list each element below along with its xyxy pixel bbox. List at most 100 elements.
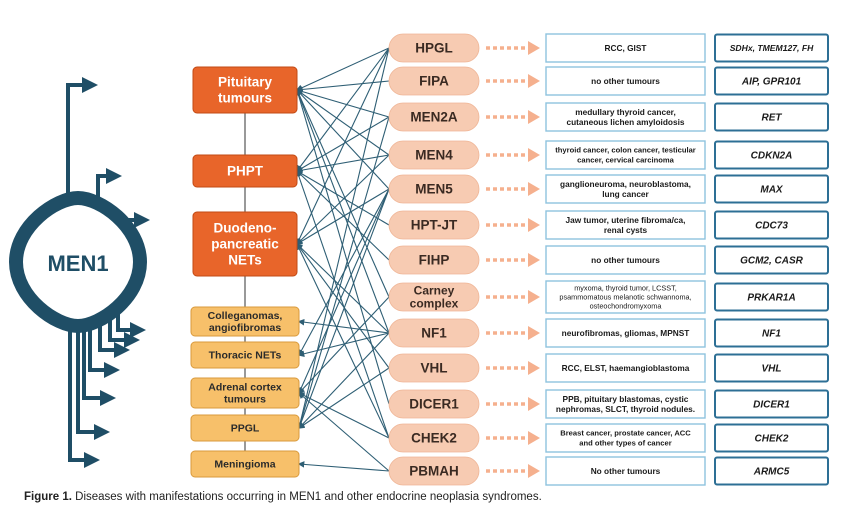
tumours-VHL-box [545,353,706,383]
tumours-FIHP-box [545,245,706,275]
genes-HPTJT-box [714,210,829,240]
tumours-FIHP-text: no other tumours [591,255,660,265]
genes-MEN4-box [714,140,829,170]
tumours-HPGL-text: RCC, GIST [605,43,647,53]
node-adr-box [190,377,300,409]
link-line [295,47,390,91]
syndrome-VHL-label: VHL [421,361,448,376]
link-line [296,243,390,334]
tumours-PBMAH-box [545,456,706,486]
link-line [297,332,390,357]
genes-PBMAH-box [714,456,829,486]
genes-CHEK2-box [714,423,829,453]
syndrome-MEN5-label: MEN5 [415,182,453,197]
link-line [295,116,390,172]
link-line [295,169,390,439]
node-thor-box [190,341,300,369]
link-line [297,461,390,472]
syndrome-FIPA-arrowhead [528,74,540,88]
tumours-PBMAH-text: No other tumours [591,466,661,476]
syndrome-CHEK2-box [388,423,480,453]
link-line [298,332,390,429]
tumours-MEN4-box [545,140,706,170]
genes-DICER1-text: DICER1 [753,400,790,411]
tumours-MEN5-text: ganglioneuroma, neuroblastoma,lung cance… [560,179,691,199]
link-line [297,392,390,439]
node-men-box [190,450,300,478]
syndrome-NF1-arrowhead [528,326,540,340]
syndrome-FIHP-label: FIHP [419,253,450,268]
syndrome-CHEK2-label: CHEK2 [411,431,457,446]
syndrome-MEN5-arrowhead [528,182,540,196]
link-line [297,116,390,430]
syndrome-VHL-arrowhead [528,361,540,375]
tumours-HPGL-box [545,33,706,63]
link-line [296,47,390,246]
link-line [295,89,390,156]
link-line [295,88,390,334]
men1-branch-down [82,300,116,406]
syndrome-VHL-box [388,353,480,383]
node-ppgl-box [190,414,300,442]
figure-caption: Figure 1. Diseases with manifestations o… [24,491,542,503]
link-line [296,242,390,439]
syndrome-MEN4-label: MEN4 [415,148,453,163]
genes-MEN5-box [714,174,829,204]
caption-text: Diseases with manifestations occurring i… [71,491,542,503]
node-phpt-label: PHPT [227,164,264,179]
genes-PBMAH-text: ARMC5 [753,467,790,478]
syndrome-NF1-label: NF1 [421,326,447,341]
genes-HPTJT-text: CDC73 [755,221,788,232]
link-line [296,89,390,190]
tumours-HPTJT-box [545,210,706,240]
syndrome-MEN2A-label: MEN2A [410,110,458,125]
link-line [295,188,390,245]
genes-NF1-text: NF1 [762,329,781,340]
link-line [297,47,390,430]
tumours-FIPA-box [545,66,706,96]
tumours-NF1-box [545,318,706,348]
node-coll-label: Colleganomas,angiofibromas [208,310,283,334]
syndrome-HPGL-arrowhead [528,41,540,55]
men1-ring [8,190,148,334]
men1-branch-down [76,300,110,440]
syndrome-PBMAH-box [388,456,480,486]
syndrome-DICER1-arrowhead [528,397,540,411]
tumours-CARNEY-box [545,280,706,314]
syndrome-CARNEY-arrowhead [528,290,540,304]
syndrome-PBMAH-arrowhead [528,464,540,478]
men1-branch-down [68,300,100,468]
syndrome-DICER1-box [388,389,480,419]
node-pit-box [192,66,298,114]
syndrome-MEN4-box [388,140,480,170]
link-line [295,170,390,226]
syndrome-HPGL-box [388,33,480,63]
tumours-MEN2A-box [545,102,706,132]
genes-MEN5-text: MAX [760,185,784,196]
genes-HPGL-box [714,33,829,63]
link-line [295,88,390,118]
syndrome-NF1-box [388,318,480,348]
link-line [297,318,390,334]
link-line [296,47,390,173]
tumours-CARNEY-text: myxoma, thyroid tumor, LCSST,psammomatou… [559,284,691,311]
genes-MEN2A-box [714,102,829,132]
link-line [298,296,390,394]
link-line [295,80,390,93]
genes-VHL-box [714,353,829,383]
genes-FIPA-text: AIP, GPR101 [741,77,802,88]
genes-MEN4-text: CDKN2A [751,151,793,162]
tumours-CHEK2-box [545,423,706,453]
syndrome-HPTJT-label: HPT-JT [411,218,458,233]
syndrome-HPTJT-arrowhead [528,218,540,232]
syndrome-FIHP-box [388,245,480,275]
genes-VHL-text: VHL [762,364,782,375]
